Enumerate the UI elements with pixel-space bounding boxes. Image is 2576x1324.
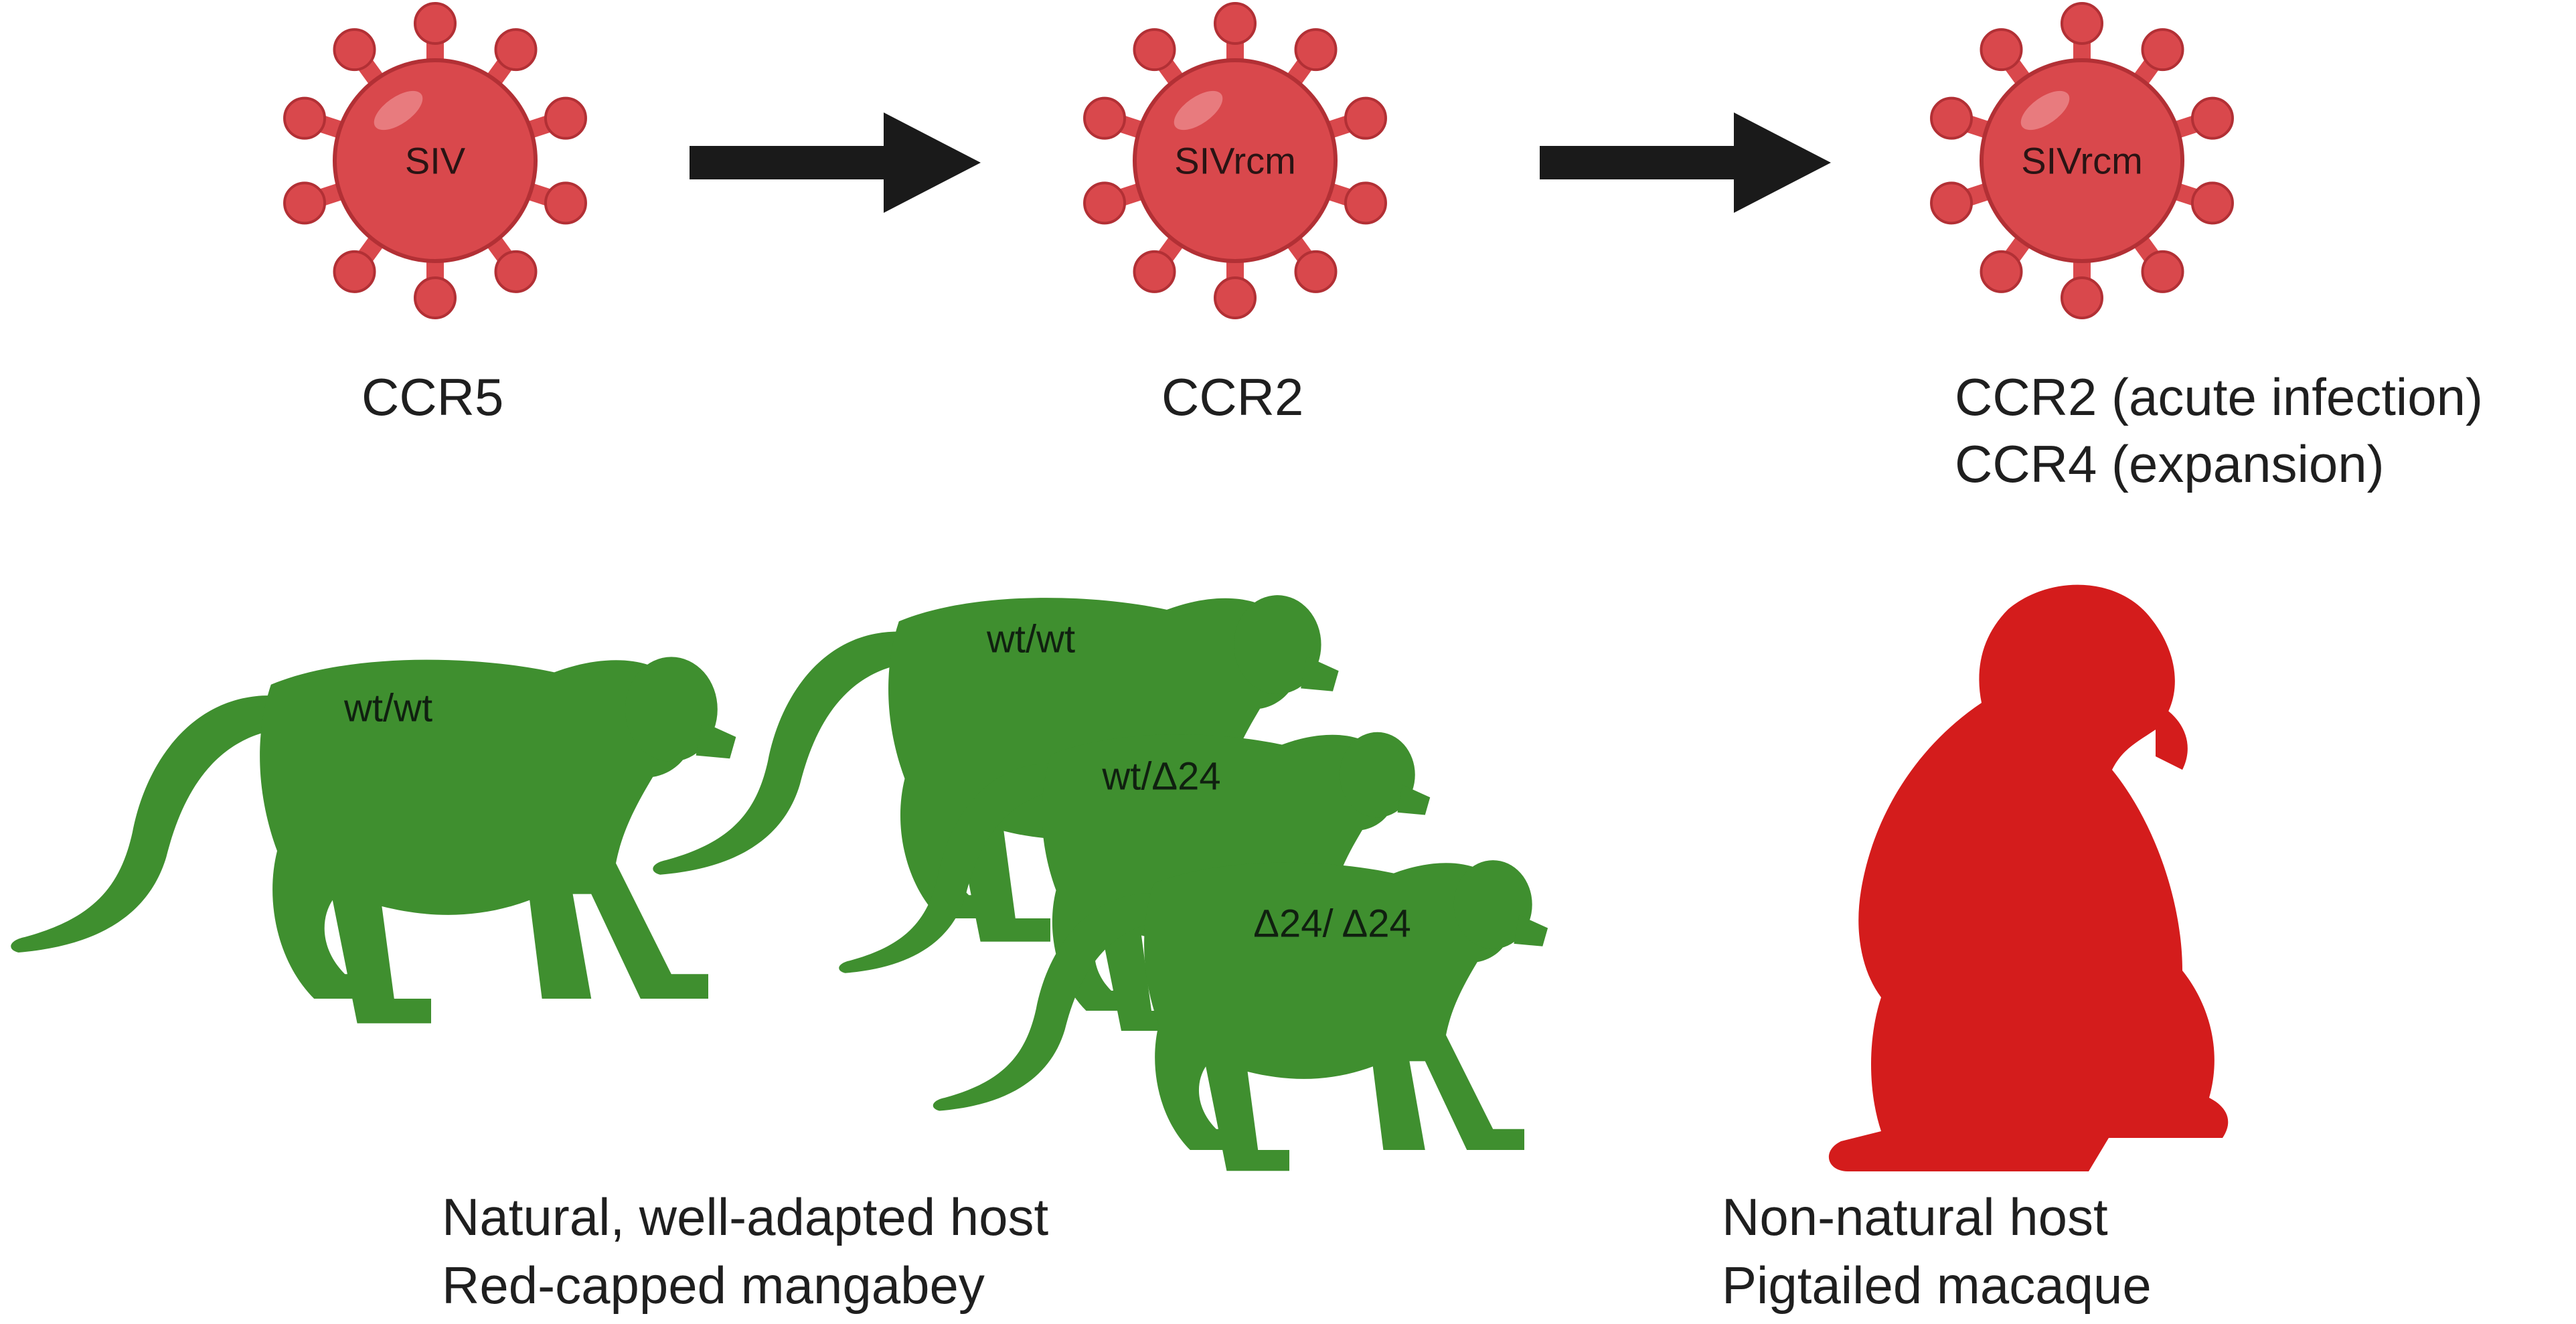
virus-label: SIV: [404, 139, 466, 182]
natural-host-caption: Natural, well-adapted host: [442, 1187, 1049, 1246]
receptor-label: CCR2: [1161, 367, 1304, 426]
arrow-2: [1540, 112, 1831, 213]
natural-host-species: Red-capped mangabey: [442, 1256, 985, 1315]
nonnatural-host-macaque: [1828, 584, 2229, 1171]
genotype-label: wt/wt: [343, 686, 433, 730]
receptor-label: CCR5: [361, 367, 504, 426]
genotype-label: wt/wt: [986, 617, 1076, 661]
nonnatural-host-caption: Non-natural host: [1722, 1187, 2108, 1246]
nonnatural-host-species: Pigtailed macaque: [1722, 1256, 2152, 1315]
virus-label: SIVrcm: [2021, 139, 2143, 182]
genotype-label: Δ24/ Δ24: [1253, 902, 1411, 946]
monkey-delta24-delta24: [933, 860, 1548, 1171]
arrow-1: [690, 112, 981, 213]
natural-host-monkeys: [11, 595, 1548, 1171]
genotype-label: wt/Δ24: [1102, 754, 1221, 799]
virus-label: SIVrcm: [1174, 139, 1296, 182]
receptor-label: CCR4 (expansion): [1955, 434, 2385, 493]
receptor-label: CCR2 (acute infection): [1955, 367, 2483, 426]
